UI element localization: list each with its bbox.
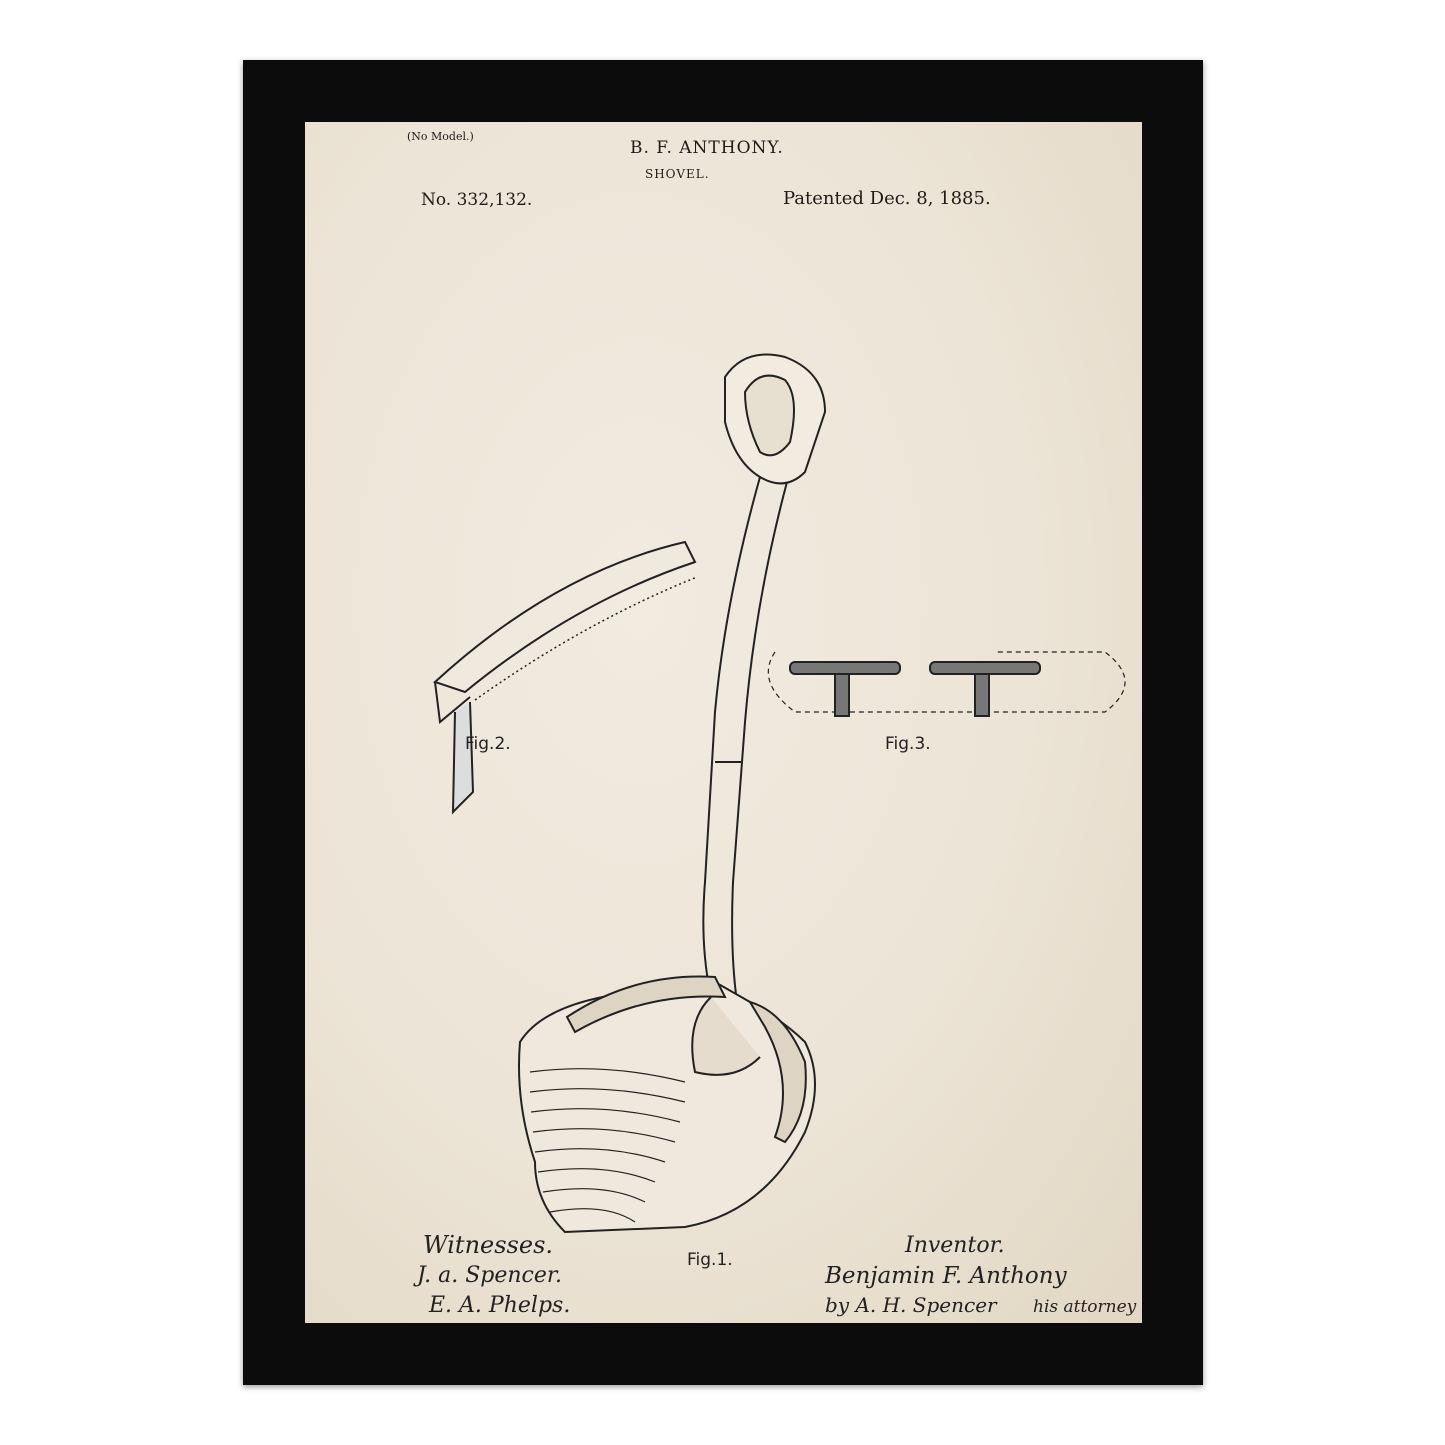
- fig1-label: Fig.1.: [687, 1250, 733, 1270]
- picture-frame: (No Model.) B. F. ANTHONY. SHOVEL. No. 3…: [243, 60, 1203, 1385]
- patent-print: (No Model.) B. F. ANTHONY. SHOVEL. No. 3…: [305, 122, 1142, 1323]
- inventor-heading: B. F. ANTHONY.: [630, 138, 784, 158]
- subject-heading: SHOVEL.: [645, 167, 710, 181]
- inventor-label: Inventor.: [905, 1233, 1005, 1258]
- no-model-note: (No Model.): [407, 130, 474, 143]
- attorney-signature: by A. H. Spencer: [825, 1293, 997, 1317]
- fig3-drawing: [767, 651, 1126, 717]
- witness-signature-1: J. a. Spencer.: [417, 1263, 562, 1288]
- witnesses-label: Witnesses.: [423, 1231, 554, 1259]
- attorney-suffix: his attorney: [1033, 1297, 1137, 1317]
- fig1-shovel: [518, 353, 827, 1234]
- inventor-signature: Benjamin F. Anthony: [825, 1263, 1067, 1289]
- fig2-drawing: [433, 540, 698, 815]
- patent-date: Patented Dec. 8, 1885.: [783, 188, 991, 209]
- fig3-label: Fig.3.: [885, 734, 931, 754]
- shovel-drawing: [433, 353, 1126, 1234]
- fig2-label: Fig.2.: [465, 734, 511, 754]
- patent-number: No. 332,132.: [421, 190, 533, 210]
- witness-signature-2: E. A. Phelps.: [429, 1293, 571, 1318]
